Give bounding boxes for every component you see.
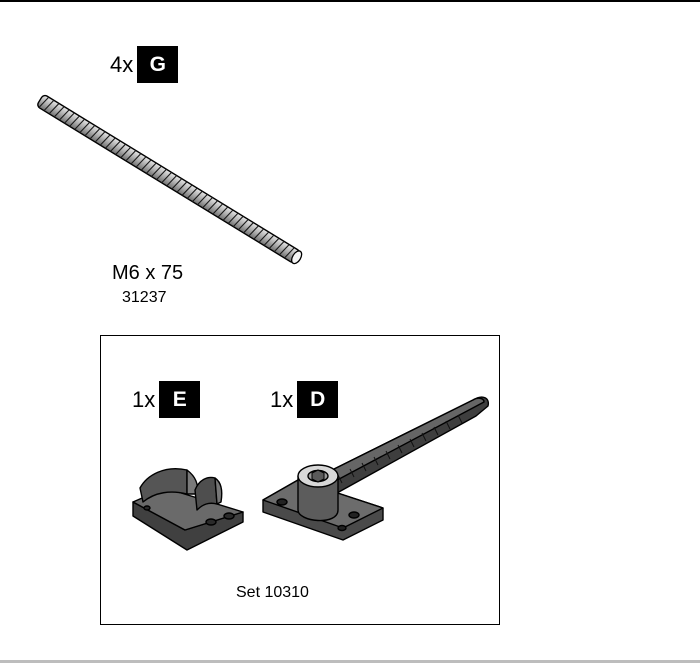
part-e-letter-badge: E (159, 381, 201, 418)
part-d-quantity: 1x (270, 386, 294, 412)
bolt-letter-badge: G (137, 46, 179, 83)
part-d-quantity-label: 1x D (270, 381, 339, 418)
bolt-quantity-label: 4x G (110, 46, 179, 83)
bracket-part-e-icon (132, 468, 244, 551)
bolt-part-number: 31237 (122, 289, 167, 306)
set-label: Set 10310 (236, 584, 309, 601)
set-box (100, 335, 500, 625)
bolt-size: M6 x 75 (112, 262, 184, 284)
top-rule (0, 0, 700, 2)
part-d-letter-badge: D (297, 381, 339, 418)
part-e-quantity-label: 1x E (132, 381, 201, 418)
part-e-quantity: 1x (132, 386, 156, 412)
bottom-rule (0, 660, 700, 663)
connector-arm-part-d-icon (262, 396, 490, 541)
threaded-rod-icon (37, 94, 303, 265)
bolt-quantity: 4x (110, 51, 134, 77)
